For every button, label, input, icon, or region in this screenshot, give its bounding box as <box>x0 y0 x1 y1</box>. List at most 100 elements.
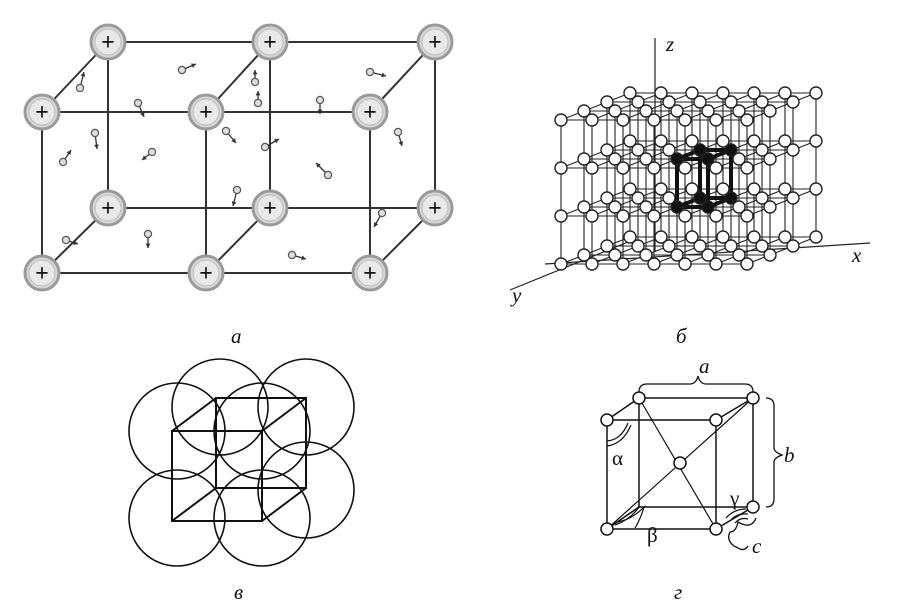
grid-line <box>746 236 817 265</box>
ion: + <box>187 93 225 131</box>
lattice-node <box>623 230 637 244</box>
grid-line <box>746 92 817 121</box>
lattice-node <box>809 134 823 148</box>
lattice-node <box>763 104 777 118</box>
lattice-node <box>654 134 668 148</box>
lattice-node <box>577 104 591 118</box>
grid-line <box>560 140 631 169</box>
ion-sign: + <box>363 100 377 126</box>
lattice-node <box>631 239 645 253</box>
ion-sign: + <box>428 30 442 56</box>
lattice-node <box>678 257 692 271</box>
grid-line <box>684 92 755 121</box>
lattice-node <box>654 230 668 244</box>
lattice-node <box>639 200 653 214</box>
grid-line <box>591 140 662 169</box>
param-gamma-label: γ <box>729 486 739 510</box>
lattice-node <box>740 113 754 127</box>
axis-x-label: x <box>851 243 862 267</box>
lattice-node <box>778 182 792 196</box>
electron <box>315 162 333 180</box>
grid-line <box>560 188 631 217</box>
ion: + <box>351 254 389 292</box>
grid-line <box>746 188 817 217</box>
cell-atom <box>746 391 760 405</box>
lattice-node <box>616 209 630 223</box>
lattice-node <box>740 257 754 271</box>
panel-b-space-lattice: z x y <box>509 32 871 307</box>
lattice-node <box>608 248 622 262</box>
electron <box>315 95 325 114</box>
sphere <box>128 469 226 567</box>
lattice-node <box>701 104 715 118</box>
lattice-node <box>585 161 599 175</box>
lattice-node <box>678 209 692 223</box>
panel-v-sphere-packing <box>128 358 355 567</box>
param-beta-label: β <box>647 523 658 547</box>
ion-sign: + <box>363 261 377 287</box>
lattice-node <box>755 239 769 253</box>
grid-line <box>684 236 755 265</box>
lattice-node <box>740 209 754 223</box>
ion: + <box>416 189 454 227</box>
panel-a-lattice-edges <box>41 41 436 274</box>
param-alpha-label: α <box>612 446 623 470</box>
lattice-node <box>585 257 599 271</box>
grid-line <box>622 188 693 217</box>
panel-a-metal-lattice: ++++++++++++ <box>23 23 454 292</box>
panel-a-electrons <box>58 63 404 261</box>
ion: + <box>89 23 127 61</box>
lattice-node <box>577 200 591 214</box>
axis-z-label: z <box>665 32 674 56</box>
caption-v: в <box>234 580 244 604</box>
unit-cell-node <box>670 200 684 214</box>
lattice-node <box>600 95 614 109</box>
lattice-node <box>709 161 723 175</box>
cell-atom <box>709 413 723 427</box>
lattice-node <box>809 182 823 196</box>
grid-line <box>591 92 662 121</box>
caption-b: б <box>676 324 687 348</box>
lattice-node <box>631 143 645 157</box>
axis-y-label: y <box>510 283 522 307</box>
grid-line <box>591 188 662 217</box>
ion: + <box>416 23 454 61</box>
lattice-node <box>585 209 599 223</box>
param-a-label: a <box>699 354 710 378</box>
lattice-node <box>600 239 614 253</box>
electron <box>61 235 79 245</box>
grid-line <box>653 92 724 121</box>
lattice-node <box>585 113 599 127</box>
lattice-node <box>755 191 769 205</box>
lattice-node <box>778 230 792 244</box>
param-b-label: b <box>784 443 795 467</box>
panel-a-ions: ++++++++++++ <box>23 23 454 292</box>
electron <box>58 149 72 167</box>
electron <box>365 67 387 78</box>
lattice-node <box>631 191 645 205</box>
grid-line <box>622 140 693 169</box>
unit-cell-node <box>693 143 707 157</box>
cell-atom <box>746 500 760 514</box>
lattice-node <box>709 113 723 127</box>
electron <box>250 70 260 87</box>
lattice-node <box>616 113 630 127</box>
lattice-node <box>716 86 730 100</box>
lattice-node <box>755 95 769 109</box>
lattice-node <box>554 209 568 223</box>
lattice-node <box>724 95 738 109</box>
param-c-label: c <box>752 534 762 558</box>
lattice-node <box>577 152 591 166</box>
lattice-node <box>685 182 699 196</box>
lattice-node <box>747 230 761 244</box>
lattice-node <box>639 248 653 262</box>
lattice-node <box>623 182 637 196</box>
grid-line <box>715 92 786 121</box>
lattice-node <box>639 152 653 166</box>
grid-line <box>653 236 724 265</box>
lattice-node <box>786 95 800 109</box>
angle-arcs <box>606 422 749 529</box>
caption-a: а <box>231 324 242 348</box>
lattice-node <box>724 239 738 253</box>
lattice-node <box>763 152 777 166</box>
